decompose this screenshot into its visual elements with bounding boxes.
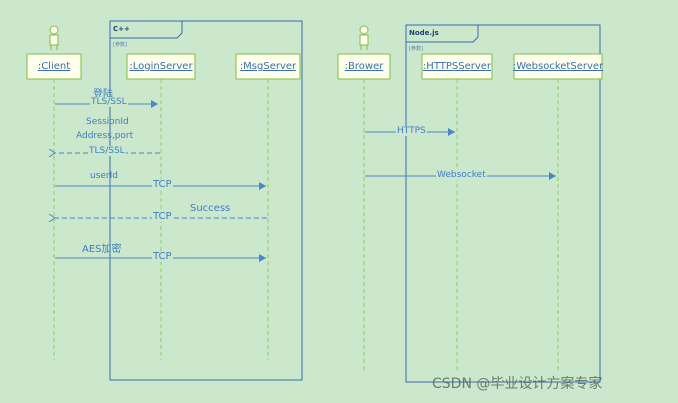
msg-userid-proto: TCP [152, 179, 173, 190]
client-box [26, 53, 82, 80]
nodejs-frame [405, 24, 601, 383]
msg-session-line2: Address,port [76, 131, 134, 141]
cpp-frame-tag: C++ [113, 25, 130, 33]
brower-box [337, 53, 391, 80]
msg-session-line1: SessionId [86, 117, 129, 127]
participant-boxes [26, 53, 603, 80]
nodejs-frame-sub: [参数] [409, 46, 423, 52]
httpsserver-box [421, 53, 493, 80]
watermark: CSDN @毕业设计方案专家 [432, 376, 603, 392]
cpp-frame [109, 20, 303, 381]
client-label: :Client [37, 61, 71, 72]
client-actor-icon [49, 25, 59, 50]
brower-actor-icon [359, 25, 369, 50]
msg-login-label: 登陆 [93, 89, 113, 100]
httpsserver-label: :HTTPSServer [422, 61, 492, 72]
loginserver-box [126, 53, 196, 80]
nodejs-frame-tag: Node.js [409, 29, 439, 37]
cpp-frame-sub: [参数] [113, 42, 127, 48]
loginserver-label: :LoginServer [129, 61, 193, 72]
msg-session-proto: TLS/SSL [88, 146, 126, 156]
lifelines [53, 79, 559, 370]
messages [55, 100, 556, 262]
msg-login-proto: TLS/SSL [90, 97, 128, 107]
msg-aes-label: AES加密 [82, 244, 122, 255]
msgserver-box [235, 53, 301, 80]
msg-https-proto: HTTPS [396, 126, 427, 136]
msg-success-label: Success [190, 203, 231, 214]
msg-aes-proto: TCP [152, 251, 173, 262]
websocketserver-label: :WebsocketServer [512, 61, 604, 72]
msg-success-proto: TCP [152, 211, 173, 222]
msg-websocket-proto: Websocket [436, 170, 487, 180]
websocketserver-box [513, 53, 603, 80]
brower-label: :Brower [344, 61, 384, 72]
msgserver-label: :MsgServer [239, 61, 297, 72]
msg-userid-label: userId [90, 171, 118, 181]
